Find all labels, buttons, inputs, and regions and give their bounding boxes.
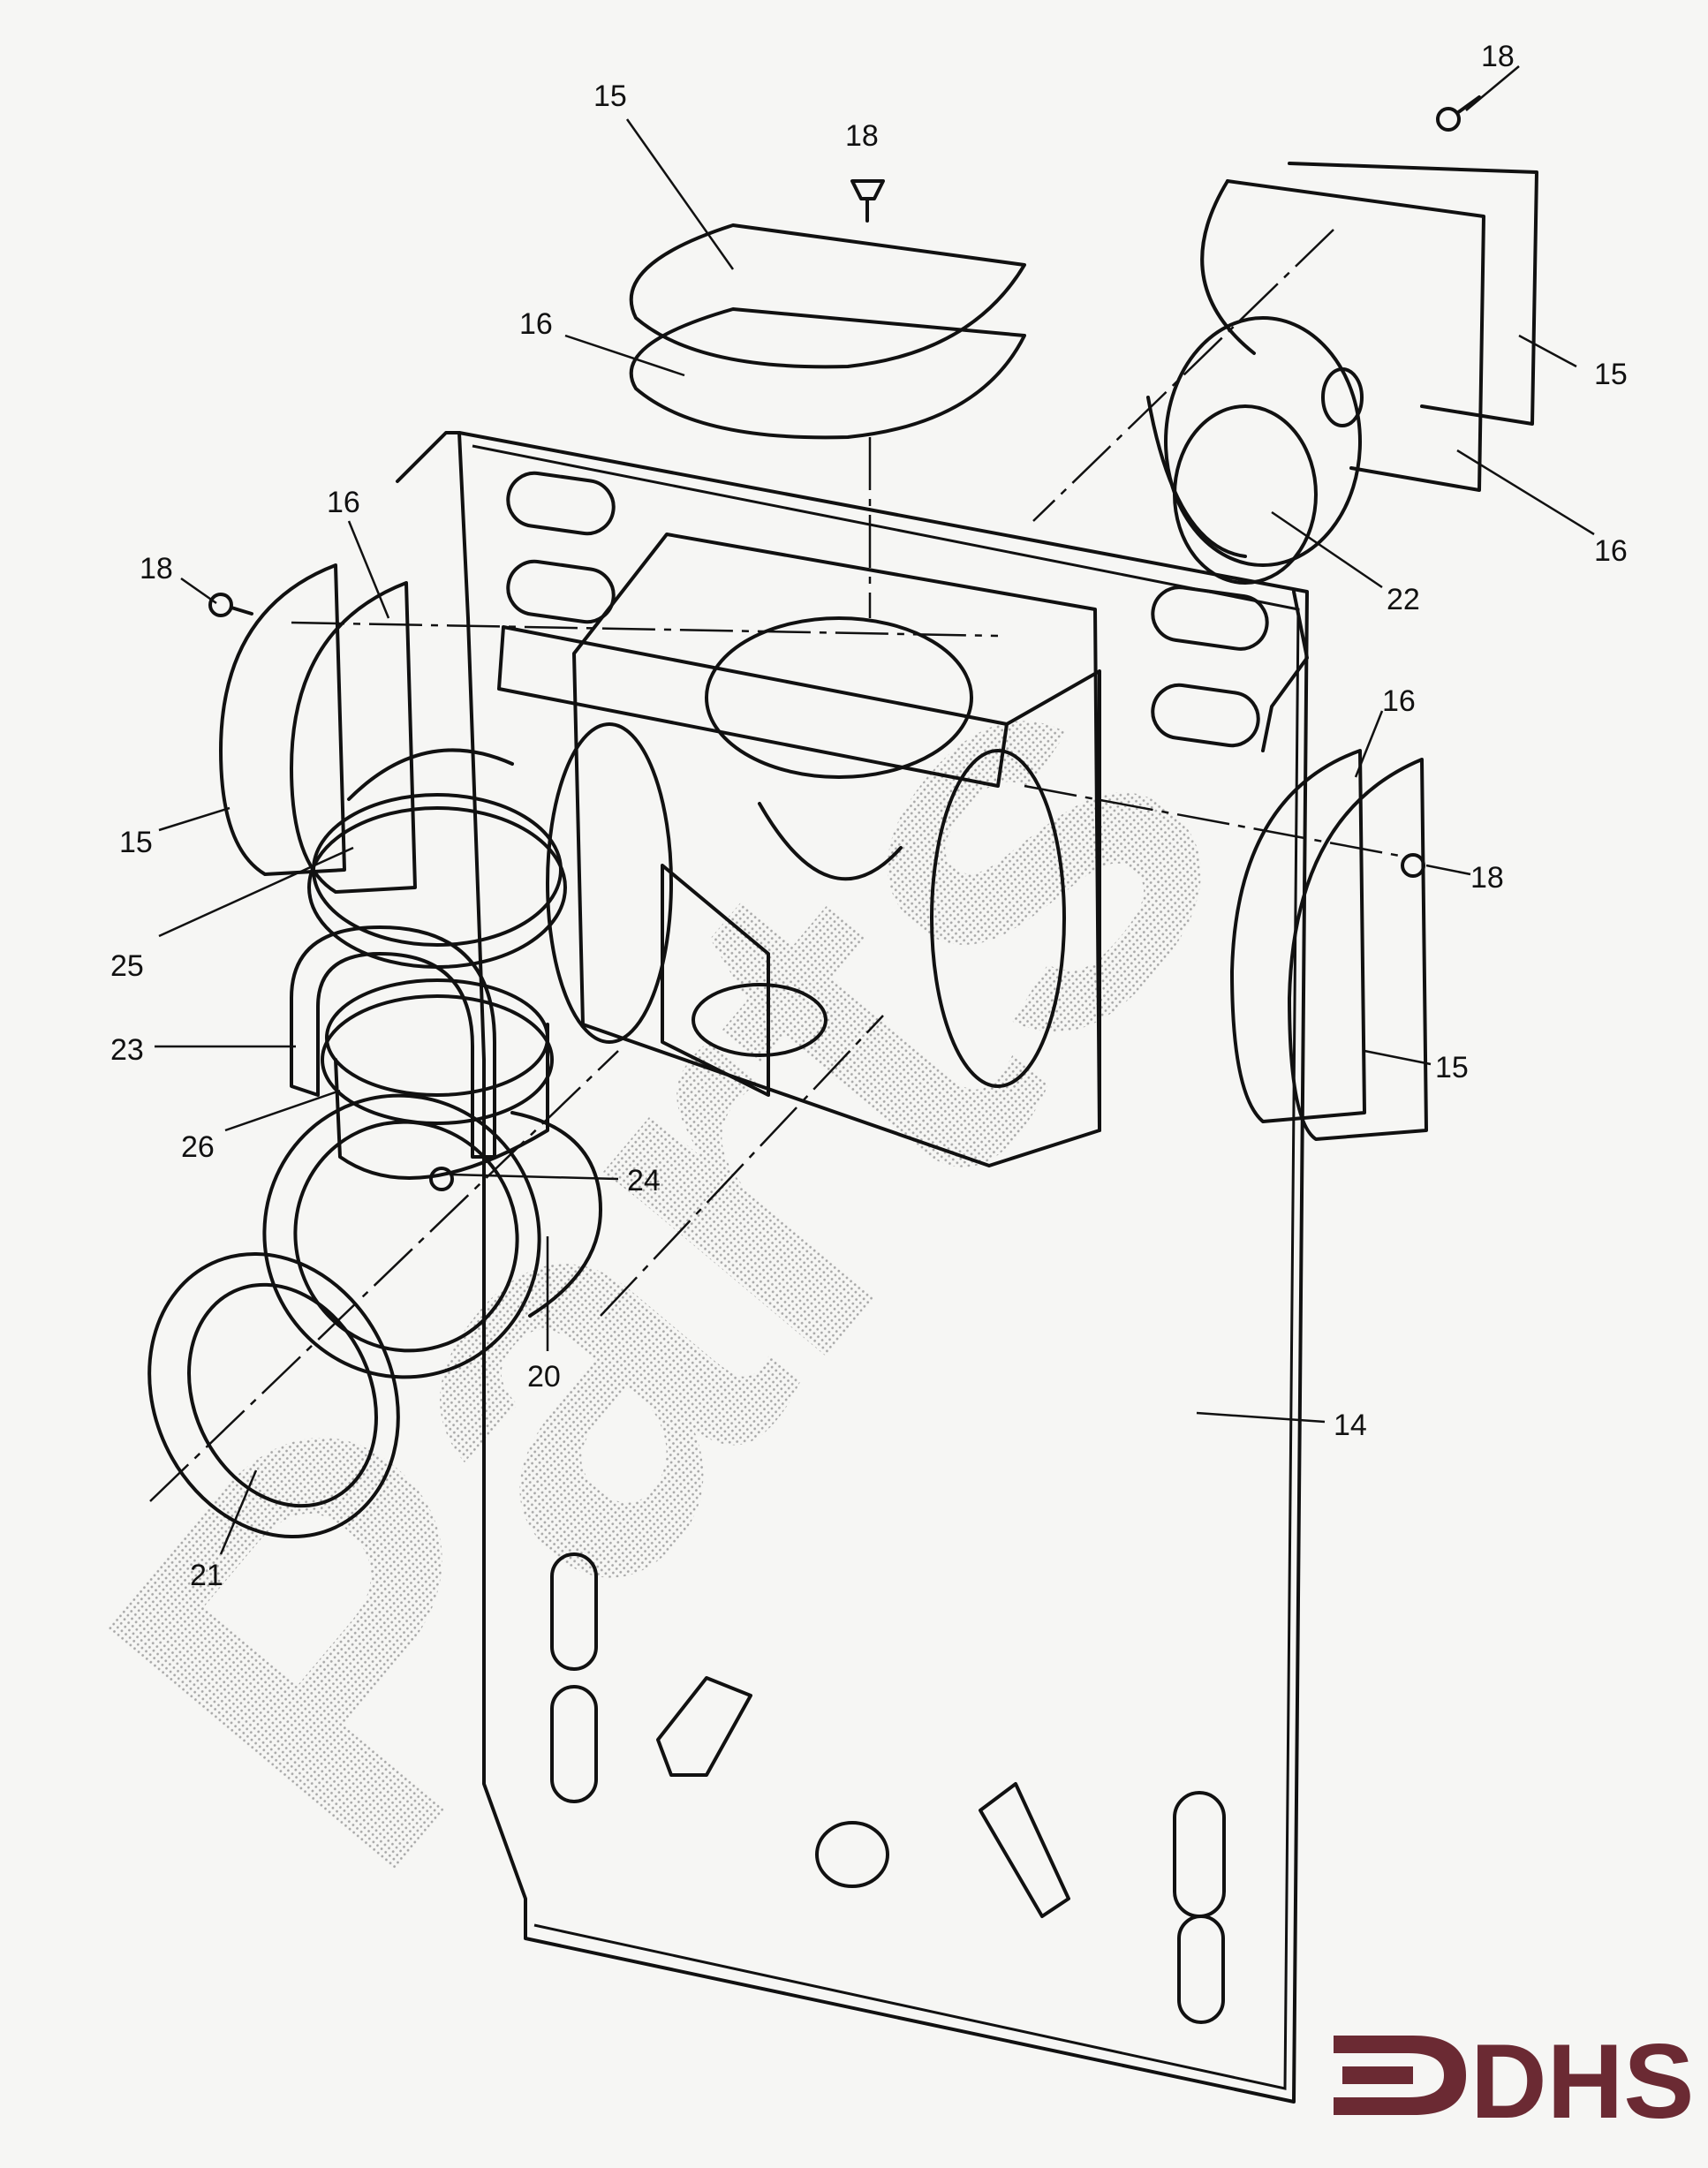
label-16-right: 16 — [1382, 684, 1416, 718]
screw-24 — [429, 1167, 454, 1191]
label-18-left: 18 — [140, 552, 173, 585]
label-15-top-right: 15 — [1594, 358, 1628, 391]
back-panel — [396, 431, 1309, 2104]
fan-assembly — [1032, 162, 1538, 585]
label-23: 23 — [110, 1033, 144, 1067]
top-cover-plates — [629, 223, 1026, 618]
label-22: 22 — [1387, 583, 1420, 616]
watermark-text: Parts — [0, 532, 1341, 1974]
label-15-top: 15 — [593, 79, 627, 113]
seal-ring-21 — [147, 1015, 884, 1539]
dhs-logo-text: DHS — [1470, 2022, 1694, 2141]
label-18-top: 18 — [845, 119, 879, 153]
left-cover-plates — [208, 563, 999, 894]
part-labels: 15 18 16 18 15 16 22 16 18 15 25 23 26 2… — [110, 40, 1628, 1592]
label-18-top-right: 18 — [1481, 40, 1515, 73]
spigot-20 — [262, 1093, 602, 1379]
label-26: 26 — [181, 1130, 215, 1164]
label-21: 21 — [190, 1559, 223, 1592]
central-box — [497, 533, 1101, 1167]
leader-lines — [155, 65, 1595, 1555]
label-16-top: 16 — [519, 307, 553, 341]
label-15-right: 15 — [1435, 1051, 1469, 1084]
screw-top — [850, 179, 885, 223]
bracket-23 — [290, 925, 496, 1159]
label-15-left: 15 — [119, 826, 153, 859]
label-14: 14 — [1334, 1409, 1367, 1442]
label-25: 25 — [110, 949, 144, 983]
label-18-right: 18 — [1470, 861, 1504, 895]
label-24: 24 — [627, 1164, 661, 1197]
label-20: 20 — [527, 1360, 561, 1394]
screw-top-right — [1436, 95, 1481, 132]
label-16-left: 16 — [327, 486, 360, 519]
label-16-top-right: 16 — [1594, 534, 1628, 568]
right-cover-plates — [1024, 749, 1428, 1141]
dhs-logo: DHS — [1334, 2022, 1694, 2141]
collar-25 — [307, 748, 567, 969]
dhs-logo-mark — [1334, 2036, 1466, 2115]
